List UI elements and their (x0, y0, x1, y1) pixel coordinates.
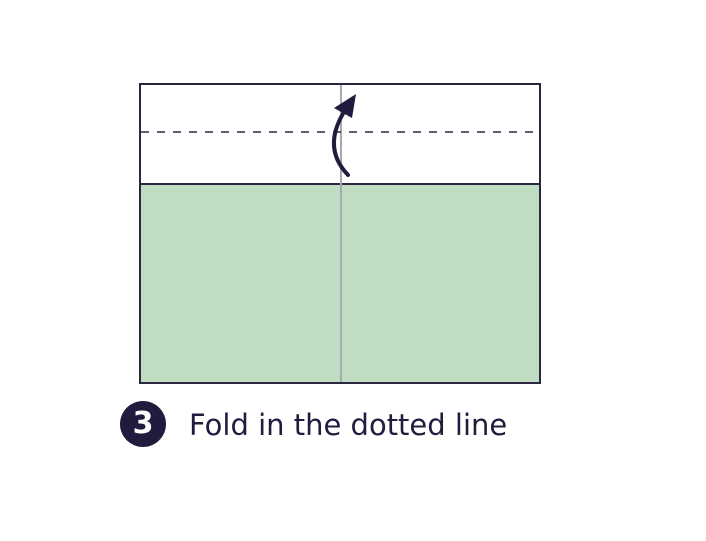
step-number: 3 (132, 406, 154, 441)
step-number-badge: 3 (120, 401, 166, 447)
step-instruction-text: Fold in the dotted line (189, 408, 508, 442)
curved-arrow-up-icon (331, 94, 356, 177)
